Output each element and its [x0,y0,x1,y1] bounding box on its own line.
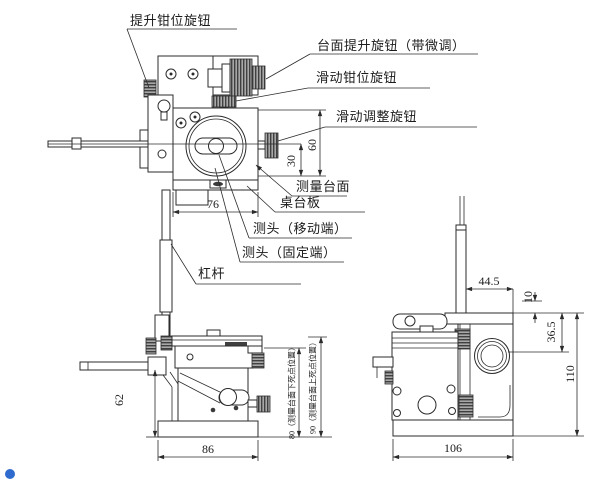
lever-arm-side [79,356,179,421]
label-lift-clamp-knob: 提升钳位旋钮 [130,13,212,28]
label-probe-moving: 测头（移动端） [253,221,348,236]
dial-knob-end [474,338,510,374]
dim-front-center-30: 30 [284,155,298,167]
dim-side-lower-dead-80: 80（测量台面下死点位置） [287,343,297,439]
measuring-table-side [171,335,263,347]
label-measuring-table: 测量台面 [296,179,351,194]
end-view [372,196,514,437]
probe-fixed-end [213,181,223,187]
dim-end-step-10: 10 [521,291,535,303]
side-view [79,314,271,438]
dimension-lines [146,109,584,461]
dim-side-rod-62: 62 [112,394,126,406]
label-slide-clamp-knob: 滑动钳位旋钮 [316,70,398,85]
base-plate-side [157,420,259,438]
label-table-lift-knob: 台面提升旋钮（带微调） [317,38,466,53]
dim-front-width-76: 76 [207,197,219,211]
label-desk-plate: 桌台板 [280,195,321,210]
front-view [47,55,301,341]
dim-side-base-86: 86 [202,442,214,456]
dim-side-upper-dead-90: 90（测量台面上死点位置） [308,338,318,434]
label-slide-adjust-knob: 滑动调整旋钮 [336,109,418,124]
slide-adjust-knob [257,132,279,159]
dim-end-base-106: 106 [444,441,462,455]
label-probe-fixed: 测头（固定端） [242,245,337,260]
table-lift-knob-side [251,352,265,369]
base-plate-end [392,419,514,437]
measuring-table-end [444,312,514,325]
probe-moving-end [208,138,224,154]
slide-adjust-knob-side [247,395,271,413]
dim-end-height-110: 110 [563,365,577,383]
dial-face [185,115,247,177]
dim-end-depth-36-5: 36.5 [544,321,558,343]
dim-end-offset-44-5: 44.5 [478,274,500,288]
watermark-dot [5,469,15,479]
dim-front-height-60: 60 [305,139,319,151]
lever-rod-end [455,229,467,314]
table-lift-knob [207,58,266,97]
lift-clamp-knob [143,79,157,98]
leader-lines [126,28,478,285]
label-lever: 杠杆 [198,266,226,281]
